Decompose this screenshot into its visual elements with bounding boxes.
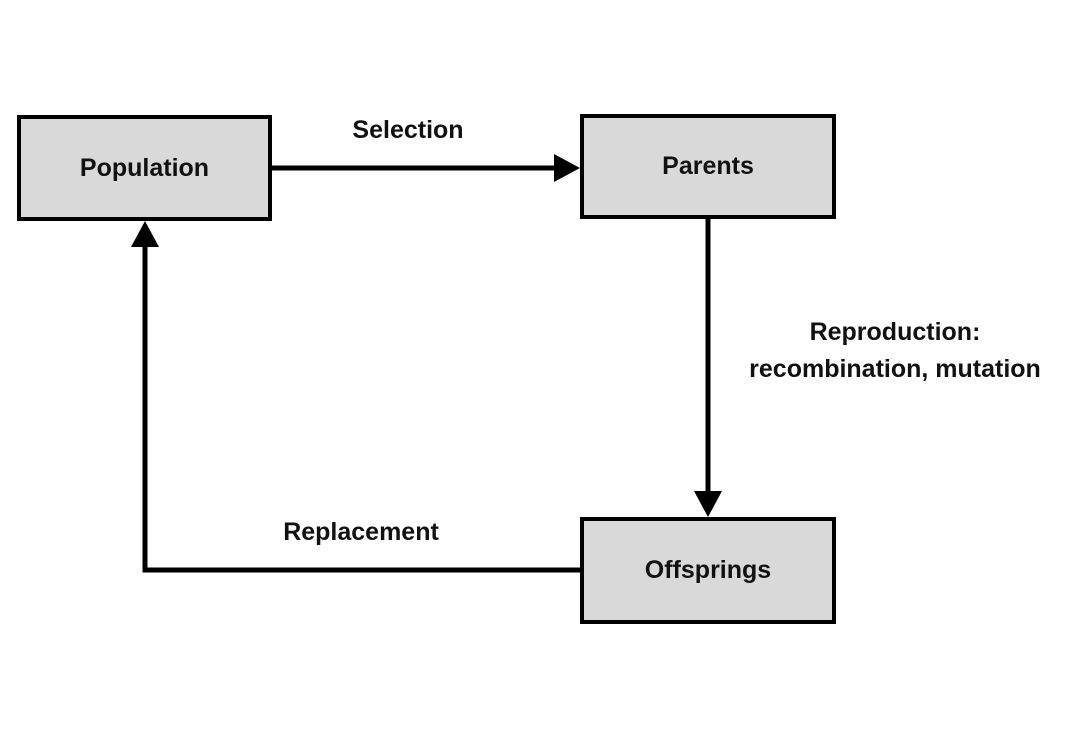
edge-replacement-arrow (131, 221, 580, 573)
edge-label-replacement: Replacement (283, 518, 439, 546)
edge-reproduction-arrow (694, 219, 722, 517)
node-population: Population (17, 115, 272, 221)
node-parents: Parents (580, 114, 836, 219)
edge-label-reproduction-line2: recombination, mutation (749, 355, 1041, 383)
edge-label-reproduction: Reproduction: recombination, mutation (722, 314, 1068, 388)
node-offsprings-label: Offsprings (644, 556, 772, 584)
edge-selection-arrow (272, 154, 580, 182)
node-offsprings: Offsprings (580, 517, 836, 624)
node-population-label: Population (79, 153, 210, 182)
edge-label-reproduction-line1: Reproduction: (809, 318, 981, 346)
node-parents-label: Parents (662, 152, 754, 180)
edge-label-selection: Selection (352, 116, 464, 144)
